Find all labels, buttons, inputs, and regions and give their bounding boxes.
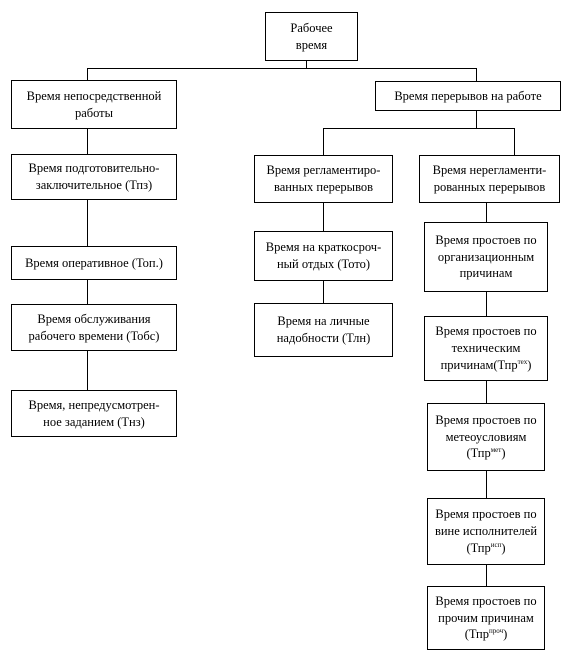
superscript-tech: тех [517, 357, 528, 366]
node-preparatory-final: Время подготовительно- заключительное (Т… [11, 154, 177, 200]
node-service: Время обслуживания рабочего времени (Тоб… [11, 304, 177, 351]
superscript-weather: мет [490, 446, 502, 455]
node-breaks: Время перерывов на работе [375, 81, 561, 111]
node-downtime-organizational: Время простоев по организационным причин… [424, 222, 548, 292]
superscript-other: проч [489, 627, 504, 636]
node-unregulated-breaks: Время нерегламенти- рованных перерывов [419, 155, 560, 203]
node-downtime-other: Время простоев по прочим причинам (Тпрпр… [427, 586, 545, 650]
node-short-rest: Время на краткосроч- ный отдых (Тото) [254, 231, 393, 281]
node-unplanned: Время, непредусмотрен- ное заданием (Тнз… [11, 390, 177, 437]
node-downtime-weather: Время простоев по метеоусловиям (Тпрмет) [427, 403, 545, 471]
node-operational: Время оперативное (Топ.) [11, 246, 177, 280]
node-regulated-breaks: Время регламентиро- ванных перерывов [254, 155, 393, 203]
node-root: Рабочее время [265, 12, 358, 61]
node-direct-work: Время непосредственной работы [11, 80, 177, 129]
node-personal-needs: Время на личные надобности (Тлн) [254, 303, 393, 357]
node-downtime-worker-fault: Время простоев по вине исполнителей (Тпр… [427, 498, 545, 565]
node-downtime-technical: Время простоев по техническим причинам(Т… [424, 316, 548, 381]
superscript-worker: исп [490, 540, 502, 549]
